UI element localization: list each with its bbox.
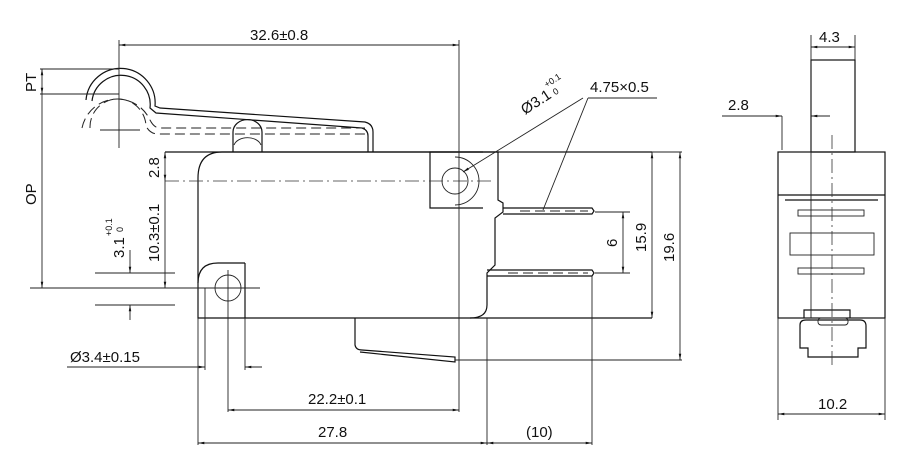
- front-view: 32.6±0.8 PT OP 2.8 10.3±0.1 3.1 +0.1 0 Ø…: [23, 27, 682, 445]
- pt-label: PT: [23, 73, 40, 92]
- switch-body: [197, 151, 504, 319]
- overall-height-label: 19.6: [661, 233, 678, 262]
- dimension-lines: [30, 40, 682, 445]
- tolerance-upper: +0.1: [104, 218, 114, 236]
- lower-mount-hole: [197, 262, 260, 318]
- plunger-offset-label: 2.8: [728, 97, 749, 114]
- terminal-size-label: 4.75×0.5: [590, 79, 649, 96]
- side-plunger: [810, 59, 856, 153]
- hole-spacing-v-label: 10.3±0.1: [146, 204, 163, 262]
- upper-mount-hole: [165, 151, 495, 209]
- side-body: [777, 151, 886, 319]
- hole-spacing-h-label: 22.2±0.1: [308, 391, 366, 408]
- terminals: [487, 207, 595, 277]
- side-view: 4.3 2.8 10.2: [722, 29, 886, 420]
- small-hole-dia-label: 3.1 +0.1 0: [104, 218, 128, 258]
- plunger: [232, 119, 263, 152]
- tolerance-lower: 0: [551, 86, 561, 97]
- plunger-width-label: 4.3: [819, 29, 840, 46]
- body-length-label: 27.8: [318, 424, 347, 441]
- actuator-lever: [81, 67, 374, 152]
- small-hole-dia-value: 3.1: [111, 237, 128, 258]
- hole-offset-label: 2.8: [146, 157, 163, 178]
- body-width-label: 10.2: [818, 396, 847, 413]
- overall-length-label: 32.6±0.8: [250, 27, 308, 44]
- bottom-lever: [354, 318, 456, 363]
- body-height-label: 15.9: [633, 223, 650, 252]
- lower-hole-dia-label: Ø3.4±0.15: [70, 349, 140, 366]
- terminal-spacing-label: 6: [604, 239, 621, 247]
- op-label: OP: [23, 183, 40, 205]
- tolerance-lower: 0: [115, 227, 125, 232]
- upper-hole-dia-value: Ø3.1: [518, 86, 555, 118]
- terminal-length-label: (10): [526, 424, 553, 441]
